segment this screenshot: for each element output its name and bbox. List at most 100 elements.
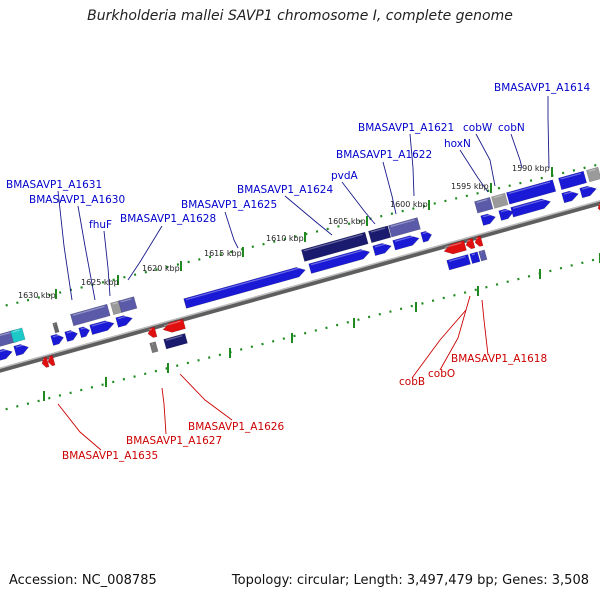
reverse-cds-0 — [149, 341, 159, 354]
gene-label-a1618[interactable]: BMASAVP1_A1618 — [451, 353, 547, 365]
gene-label-a1625[interactable]: BMASAVP1_A1625 — [181, 199, 277, 211]
cds-feature-10-shape — [506, 179, 557, 205]
forward-gene-9 — [372, 242, 392, 256]
cds-feature-1 — [10, 327, 26, 343]
reverse-gene-6 — [474, 235, 484, 247]
cds-feature-4 — [118, 296, 138, 313]
cds-feature-2-highlight — [72, 305, 105, 316]
gene-label-cobB[interactable]: cobB — [399, 376, 425, 388]
forward-gene-2 — [50, 334, 64, 346]
cds-feature-9-highlight — [493, 194, 503, 199]
forward-gene-13-highlight — [500, 208, 510, 213]
forward-gene-2-shape — [50, 334, 64, 346]
leader-a1622 — [382, 161, 397, 215]
tick-label-1600: 1600 kbp — [390, 200, 428, 209]
tick-label-1605: 1605 kbp — [328, 217, 366, 226]
gene-label-fhuF[interactable]: fhuF — [89, 219, 112, 231]
forward-gene-3-highlight — [66, 330, 74, 334]
cds-feature-10 — [506, 179, 557, 205]
cds-feature-11 — [558, 170, 587, 191]
reverse-cds-3-highlight — [471, 253, 476, 256]
cds-feature-6 — [368, 225, 392, 244]
reverse-gene-0 — [41, 356, 50, 368]
reverse-gene-4-shape — [443, 240, 467, 255]
forward-gene-5 — [89, 320, 115, 335]
forward-gene-6 — [115, 315, 133, 328]
cds-feature-12-shape — [586, 166, 600, 183]
forward-gene-1-shape — [13, 344, 29, 357]
gene-label-a1621[interactable]: BMASAVP1_A1621 — [358, 122, 454, 134]
reverse-gene-0-shape — [41, 356, 50, 368]
gene-label-cobW[interactable]: cobW — [463, 122, 493, 134]
cds-feature-7-highlight — [390, 219, 415, 228]
cds-feature-12 — [586, 166, 600, 183]
reverse-gene-2-shape — [147, 326, 158, 338]
gene-label-a1614[interactable]: BMASAVP1_A1614 — [494, 82, 590, 94]
forward-gene-labels: BMASAVP1_A1614 cobN cobW hoxN BMASAVP1_A… — [6, 82, 590, 231]
leader-a1624 — [284, 195, 333, 236]
forward-gene-12 — [480, 213, 496, 226]
cds-feature-6-shape — [368, 225, 392, 244]
forward-gene-1-highlight — [15, 344, 25, 348]
forward-gene-15-shape — [561, 190, 579, 204]
reverse-gene-1 — [47, 355, 56, 367]
leader-cobN — [510, 133, 523, 169]
forward-gene-0-shape — [0, 348, 13, 362]
forward-gene-13-shape — [498, 208, 514, 221]
leader-cobB — [411, 309, 467, 379]
reverse-cds-1 — [163, 333, 188, 350]
leader-pvdA — [341, 181, 376, 225]
gene-label-hoxN[interactable]: hoxN — [444, 138, 471, 150]
gene-label-a1624[interactable]: BMASAVP1_A1624 — [237, 184, 333, 196]
leader-cobW — [475, 133, 496, 187]
reverse-gene-4 — [443, 240, 467, 255]
cds-feature-8-shape — [474, 197, 494, 214]
reverse-gene-2 — [147, 326, 158, 338]
forward-gene-7-highlight — [185, 266, 302, 301]
forward-gene-9-shape — [372, 243, 392, 256]
gene-label-cobO[interactable]: cobO — [428, 368, 455, 380]
reverse-gene-2-highlight — [148, 328, 153, 331]
tick-label-1630: 1630 kbp — [18, 291, 56, 300]
reverse-gene-3 — [162, 318, 186, 333]
tick-label-1610: 1610 kbp — [266, 234, 304, 243]
gene-label-pvdA[interactable]: pvdA — [331, 170, 359, 182]
leader-a1614 — [547, 96, 550, 169]
forward-gene-6-shape — [115, 315, 133, 328]
reverse-cds-2-shape — [446, 254, 471, 271]
leader-a1627 — [161, 387, 167, 435]
gene-label-cobN[interactable]: cobN — [498, 122, 525, 134]
reverse-gene-5 — [465, 237, 476, 250]
gene-label-a1630[interactable]: BMASAVP1_A1630 — [29, 194, 125, 206]
forward-gene-7-shape — [183, 267, 306, 309]
gene-label-a1628[interactable]: BMASAVP1_A1628 — [120, 213, 216, 225]
leader-a1625 — [224, 211, 239, 249]
forward-gene-0-highlight — [0, 348, 9, 354]
forward-gene-11-shape — [420, 231, 432, 243]
leader-a1618 — [481, 299, 489, 356]
map-title: Burkholderia mallei SAVP1 chromosome I, … — [87, 8, 513, 24]
ruler-tick-labels: 1590 kbp 1595 kbp 1600 kbp 1605 kbp 1610… — [18, 164, 550, 300]
reverse-cds-2-highlight — [448, 256, 466, 262]
reverse-cds-2 — [446, 254, 471, 271]
forward-gene-10-highlight — [394, 235, 416, 242]
cds-feature-2 — [70, 303, 111, 327]
forward-gene-6-highlight — [117, 315, 129, 320]
forward-gene-14 — [510, 198, 551, 218]
reverse-cds-3-shape — [469, 251, 481, 264]
gene-label-a1626[interactable]: BMASAVP1_A1626 — [188, 421, 284, 433]
leader-a1630 — [77, 205, 96, 301]
forward-gene-0 — [0, 348, 13, 362]
forward-gene-8-highlight — [310, 248, 367, 266]
forward-gene-5-shape — [89, 320, 115, 335]
gene-label-a1622[interactable]: BMASAVP1_A1622 — [336, 149, 432, 161]
reverse-gene-3-shape — [162, 318, 186, 333]
reverse-gene-5-highlight — [466, 239, 471, 242]
cds-feature-9 — [491, 192, 509, 209]
cds-feature-11-highlight — [560, 172, 582, 180]
reverse-gene-5-shape — [465, 237, 476, 250]
forward-gene-12-shape — [480, 213, 496, 226]
gene-label-a1635[interactable]: BMASAVP1_A1635 — [62, 450, 158, 462]
gene-label-a1627[interactable]: BMASAVP1_A1627 — [126, 435, 222, 447]
gene-label-a1631[interactable]: BMASAVP1_A1631 — [6, 179, 102, 191]
